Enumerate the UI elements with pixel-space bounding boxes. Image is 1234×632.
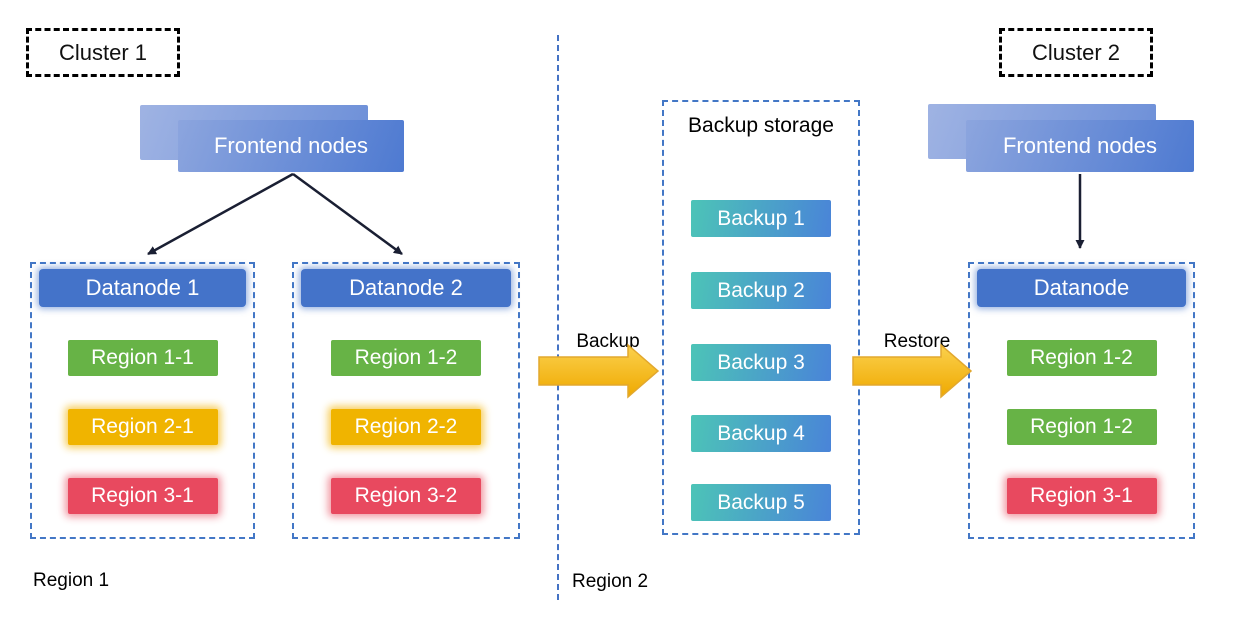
- backup-item: Backup 2: [691, 272, 831, 309]
- cluster2-label: Cluster 2: [1031, 39, 1121, 65]
- region-box: Region 3-1: [67, 478, 218, 514]
- backup-storage-title-text: Backup storage: [688, 114, 834, 137]
- cluster2-datanode-title: Datanode: [1033, 275, 1130, 300]
- cluster1-frontend-label: Frontend nodes: [213, 133, 369, 158]
- restore-arrow-label: Restore: [883, 331, 951, 352]
- region-divider-line: [557, 35, 559, 600]
- backup-item: Backup 5: [691, 484, 831, 521]
- region-box: Region 2-1: [67, 409, 218, 445]
- region-label: Region 3-2: [354, 484, 458, 507]
- backup-storage-title: Backup storage: [664, 112, 858, 139]
- region-box: Region 1-2: [1006, 409, 1157, 445]
- cluster2-datanode-header: Datanode: [977, 269, 1186, 307]
- datanode2-header: Datanode 2: [301, 269, 511, 307]
- region-label: Region 1-1: [91, 346, 194, 369]
- region-label: Region 3-1: [1030, 484, 1133, 507]
- datanode2-container: Datanode 2 Region 1-2 Region 2-2 Region …: [292, 262, 520, 539]
- region-label: Region 1-2: [354, 346, 458, 369]
- backup-item: Backup 3: [691, 344, 831, 381]
- backup-item: Backup 1: [691, 200, 831, 237]
- arrow-frontend1-datanode1: [147, 172, 294, 256]
- region-box: Region 1-2: [1006, 340, 1157, 376]
- cluster2-frontend-label: Frontend nodes: [1002, 133, 1158, 158]
- region-label: Region 1-2: [1030, 346, 1133, 369]
- backup-item-label: Backup 3: [717, 350, 805, 374]
- datanode1-container: Datanode 1 Region 1-1 Region 2-1 Region …: [30, 262, 255, 539]
- cluster2-datanode-container: Datanode Region 1-2 Region 1-2 Region 3-…: [968, 262, 1195, 539]
- region-box: Region 1-2: [331, 340, 481, 376]
- arrow-frontend1-datanode2: [292, 172, 403, 256]
- backup-storage-container: Backup storage Backup 1 Backup 2 Backup …: [662, 100, 860, 535]
- cluster1-label-box: Cluster 1: [26, 28, 180, 77]
- region-label: Region 3-1: [91, 484, 194, 507]
- cluster2-frontend-node: Frontend nodes: [966, 120, 1194, 172]
- region-label: Region 2-1: [91, 415, 194, 438]
- cluster1-label: Cluster 1: [58, 39, 148, 65]
- region-box: Region 2-2: [331, 409, 481, 445]
- region-label: Region 1-2: [1030, 415, 1133, 438]
- backup-item-label: Backup 1: [717, 206, 805, 230]
- backup-arrow-label: Backup: [576, 331, 640, 352]
- region-box: Region 1-1: [67, 340, 218, 376]
- backup-item-label: Backup 2: [717, 278, 805, 302]
- datanode1-header: Datanode 1: [39, 269, 246, 307]
- cluster1-frontend-node: Frontend nodes: [178, 120, 404, 172]
- backup-item-label: Backup 4: [717, 421, 805, 445]
- region-box: Region 3-2: [331, 478, 481, 514]
- datanode2-title: Datanode 2: [349, 275, 463, 300]
- region-label: Region 2-2: [354, 415, 458, 438]
- backup-item: Backup 4: [691, 415, 831, 452]
- cluster2-label-box: Cluster 2: [999, 28, 1153, 77]
- datanode1-title: Datanode 1: [85, 275, 200, 300]
- region1-tag: Region 1: [33, 570, 110, 591]
- region2-tag: Region 2: [572, 571, 649, 592]
- region-box: Region 3-1: [1006, 478, 1157, 514]
- backup-item-label: Backup 5: [717, 490, 805, 514]
